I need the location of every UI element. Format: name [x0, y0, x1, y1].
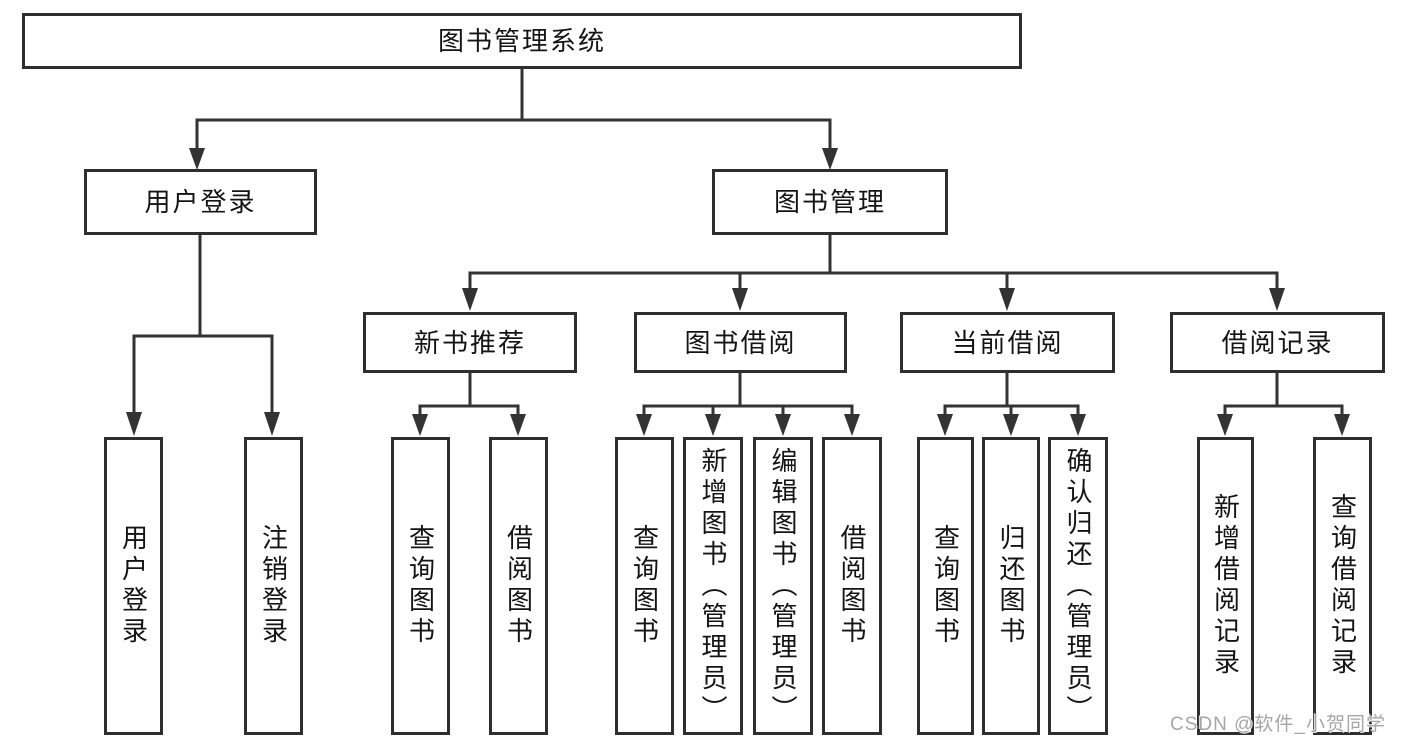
node-leaf-query-books-2: 查询图书 — [615, 437, 674, 735]
node-user-login-label: 用户登录 — [144, 187, 257, 217]
node-leaf-query-borrow-record: 查询借阅记录 — [1313, 437, 1372, 735]
node-leaf-add-borrow-record-label: 新增借阅记录 — [1210, 493, 1241, 679]
node-leaf-query-books-3-label: 查询图书 — [930, 524, 961, 648]
node-leaf-add-borrow-record: 新增借阅记录 — [1197, 437, 1254, 735]
node-user-login: 用户登录 — [84, 169, 317, 235]
node-book-borrow: 图书借阅 — [634, 312, 847, 373]
node-current-borrow-label: 当前借阅 — [951, 327, 1064, 358]
node-leaf-logout-label: 注销登录 — [258, 524, 289, 648]
node-leaf-user-login: 用户登录 — [104, 437, 163, 735]
node-leaf-borrow-books-1: 借阅图书 — [489, 437, 548, 735]
connector-root-to-level2 — [189, 68, 838, 170]
node-leaf-query-books-1: 查询图书 — [391, 437, 450, 735]
node-leaf-logout: 注销登录 — [244, 437, 303, 735]
node-leaf-return-books: 归还图书 — [982, 437, 1040, 735]
node-leaf-query-borrow-record-label: 查询借阅记录 — [1327, 493, 1358, 679]
node-book-management: 图书管理 — [712, 169, 948, 235]
node-new-book-recommend-label: 新书推荐 — [413, 327, 526, 358]
node-current-borrow: 当前借阅 — [900, 312, 1115, 373]
connector-new-book-children — [412, 371, 526, 436]
node-leaf-confirm-return-admin: 确认归还（管理员） — [1048, 437, 1108, 735]
node-new-book-recommend: 新书推荐 — [363, 312, 577, 373]
connector-user-login-children — [126, 234, 280, 436]
node-book-management-label: 图书管理 — [773, 187, 886, 217]
node-leaf-add-books-admin-label: 新增图书（管理员） — [698, 446, 728, 726]
node-leaf-edit-books-admin-label: 编辑图书（管理员） — [768, 446, 798, 726]
node-leaf-add-books-admin: 新增图书（管理员） — [683, 437, 743, 735]
node-book-borrow-label: 图书借阅 — [684, 327, 797, 358]
node-leaf-query-books-3: 查询图书 — [917, 437, 974, 735]
node-leaf-query-books-2-label: 查询图书 — [629, 524, 660, 648]
node-root-system-label: 图书管理系统 — [437, 26, 606, 56]
node-leaf-confirm-return-admin-label: 确认归还（管理员） — [1063, 446, 1093, 726]
node-leaf-edit-books-admin: 编辑图书（管理员） — [753, 437, 813, 735]
connector-current-borrow-children — [937, 371, 1086, 436]
connector-borrow-records-children — [1217, 371, 1350, 436]
node-leaf-borrow-books-1-label: 借阅图书 — [503, 524, 534, 648]
node-borrow-records: 借阅记录 — [1170, 312, 1385, 373]
node-leaf-user-login-label: 用户登录 — [118, 524, 149, 648]
connector-book-management-children — [462, 234, 1285, 311]
node-leaf-borrow-books-2: 借阅图书 — [822, 437, 882, 735]
node-leaf-return-books-label: 归还图书 — [996, 524, 1026, 648]
node-borrow-records-label: 借阅记录 — [1221, 327, 1334, 358]
node-root-system: 图书管理系统 — [22, 13, 1022, 69]
node-leaf-query-books-1-label: 查询图书 — [405, 524, 436, 648]
connector-book-borrow-children — [636, 371, 860, 436]
node-leaf-borrow-books-2-label: 借阅图书 — [837, 524, 867, 648]
